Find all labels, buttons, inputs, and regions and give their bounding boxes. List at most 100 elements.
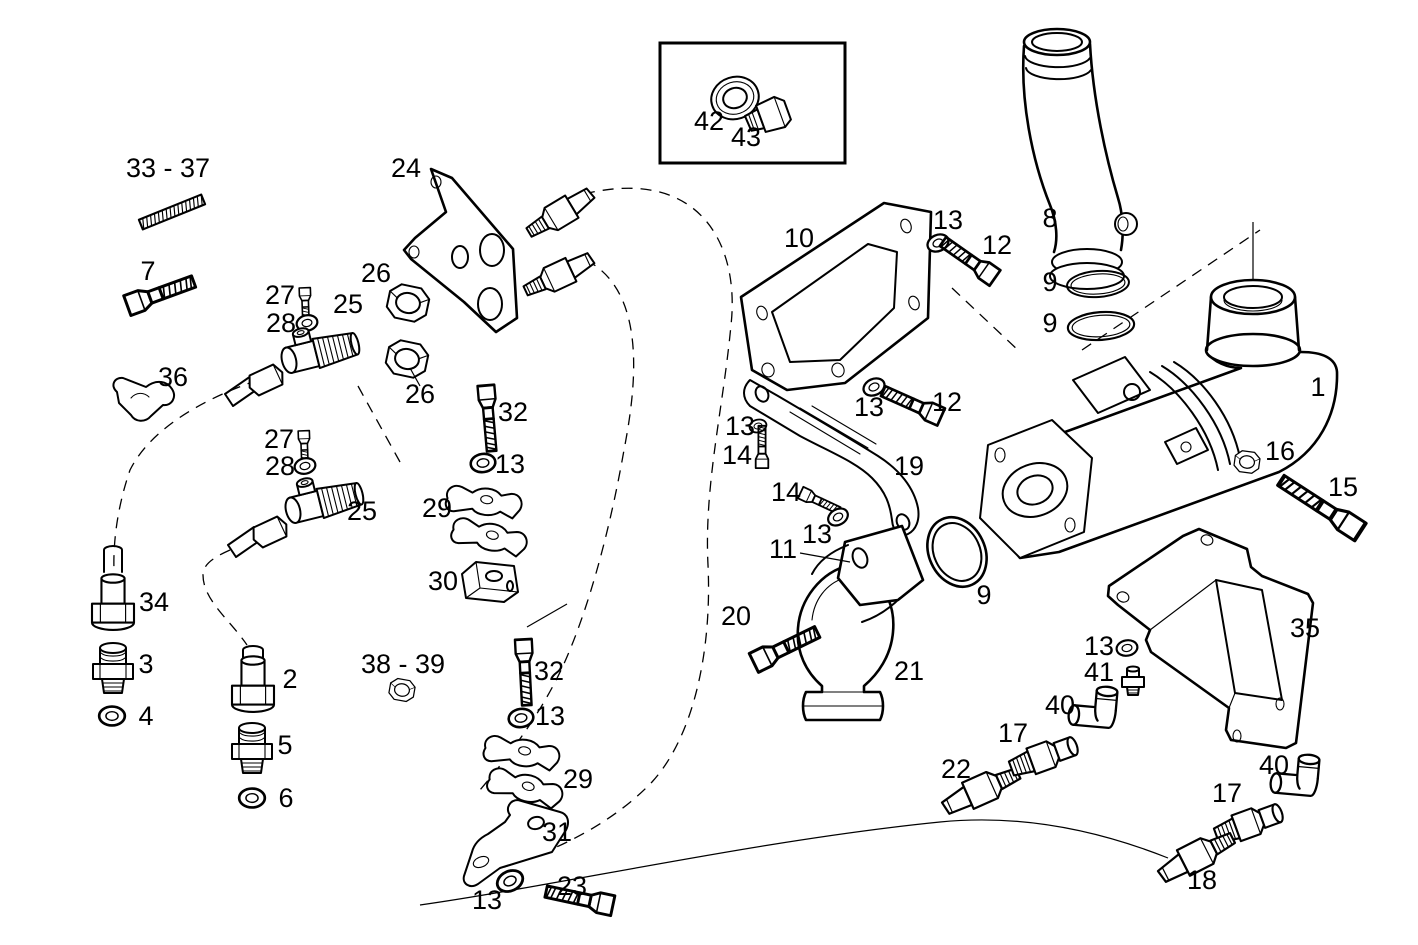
callout-29: 29 xyxy=(422,493,452,523)
callout-9: 9 xyxy=(1042,308,1057,338)
part-28-washer-lower xyxy=(292,455,318,477)
part-34-sensor xyxy=(90,573,136,632)
callout-40: 40 xyxy=(1045,690,1075,720)
part-2-sensor xyxy=(230,655,276,714)
callout-17: 17 xyxy=(998,718,1028,748)
part-29-clamp-upper xyxy=(443,482,531,561)
part-38-39-nut xyxy=(387,676,417,704)
callout-13: 13 xyxy=(802,519,832,549)
part-26-nut-upper xyxy=(383,281,433,325)
callout-12: 12 xyxy=(982,230,1012,260)
callout-34: 34 xyxy=(139,587,169,617)
part-40-elbow-a xyxy=(1066,682,1119,730)
callout-11: 11 xyxy=(769,534,797,564)
callout-26: 26 xyxy=(361,258,391,288)
hose-route-bottom xyxy=(419,819,1169,906)
callout-41: 41 xyxy=(1084,657,1114,687)
callout-42: 42 xyxy=(694,106,724,136)
callout-4: 4 xyxy=(138,701,153,731)
hose-route-left-2 xyxy=(202,549,248,646)
callout-17: 17 xyxy=(1212,778,1242,808)
part-9-oring-large xyxy=(926,515,988,589)
callout-1: 1 xyxy=(1310,372,1325,402)
part-33-37-stud xyxy=(137,193,207,231)
part-13-washer-b xyxy=(506,705,536,731)
leader-11 xyxy=(799,552,851,563)
part-3-fitting xyxy=(92,642,134,694)
part-13-washer-h xyxy=(1114,637,1140,659)
part-30-block xyxy=(461,561,519,603)
part-13-washer-a xyxy=(468,450,498,476)
callout-38-39: 38 - 39 xyxy=(361,649,445,679)
callout-25: 25 xyxy=(347,496,377,526)
callout-9: 9 xyxy=(1042,267,1057,297)
callout-9: 9 xyxy=(976,580,991,610)
callout-32: 32 xyxy=(534,656,564,686)
callout-8: 8 xyxy=(1042,203,1057,233)
callout-14: 14 xyxy=(771,477,801,507)
part-11-flange-elbow xyxy=(811,524,925,623)
callout-10: 10 xyxy=(784,223,814,253)
hose-routing-lines xyxy=(113,187,1261,906)
callout-6: 6 xyxy=(278,783,293,813)
part-26-nut-lower xyxy=(382,337,432,381)
callout-24: 24 xyxy=(391,153,421,183)
callout-13: 13 xyxy=(1084,631,1114,661)
part-7-bolt xyxy=(122,270,199,317)
inset-detail-box xyxy=(658,41,847,165)
hose-end-fitting-lower xyxy=(519,246,600,304)
callout-12: 12 xyxy=(932,387,962,417)
part-6-washer xyxy=(237,787,267,809)
callout-33-37: 33 - 37 xyxy=(126,153,210,183)
callout-3: 3 xyxy=(138,649,153,679)
axis-line-flange xyxy=(951,287,1021,353)
part-5-fitting xyxy=(231,722,273,774)
leader-32b xyxy=(526,603,568,628)
part-29-clamp-lower xyxy=(481,731,567,813)
part-36-clip xyxy=(112,376,175,422)
callout-28: 28 xyxy=(265,451,295,481)
callout-20: 20 xyxy=(721,601,751,631)
part-43-plug xyxy=(743,95,792,133)
part-1-housing xyxy=(979,278,1339,560)
callout-26: 26 xyxy=(405,379,435,409)
inset-box-frame xyxy=(658,41,847,165)
callout-13: 13 xyxy=(472,885,502,915)
part-32-bolt-lower xyxy=(513,637,537,707)
callout-18: 18 xyxy=(1187,865,1217,895)
callout-43: 43 xyxy=(731,122,761,152)
part-41-fitting xyxy=(1121,665,1145,696)
part-10-cover-plate xyxy=(739,201,933,392)
callout-29: 29 xyxy=(563,764,593,794)
callout-23: 23 xyxy=(557,871,587,901)
callout-13: 13 xyxy=(854,392,884,422)
callout-28: 28 xyxy=(266,308,296,338)
callout-19: 19 xyxy=(894,451,924,481)
callout-31: 31 xyxy=(542,817,572,847)
callout-21: 21 xyxy=(894,656,924,686)
hose-route-left xyxy=(113,379,259,571)
leader-lines xyxy=(409,367,851,628)
callout-36: 36 xyxy=(158,362,188,392)
callout-2: 2 xyxy=(282,664,297,694)
callout-13: 13 xyxy=(725,411,755,441)
callout-40: 40 xyxy=(1259,750,1289,780)
callout-15: 15 xyxy=(1328,472,1358,502)
part-24-bracket xyxy=(402,167,519,334)
callout-13: 13 xyxy=(535,701,565,731)
callout-32: 32 xyxy=(498,397,528,427)
callout-30: 30 xyxy=(428,566,458,596)
callout-7: 7 xyxy=(140,256,155,286)
callout-13: 13 xyxy=(933,205,963,235)
axis-line-orings xyxy=(1081,229,1261,351)
callout-25: 25 xyxy=(333,289,363,319)
hose-end-fitting-upper xyxy=(521,182,601,245)
callout-35: 35 xyxy=(1290,613,1320,643)
part-32-bolt-upper xyxy=(476,383,502,454)
part-4-washer xyxy=(97,705,127,727)
callout-22: 22 xyxy=(941,754,971,784)
hose-route-upper xyxy=(464,187,733,879)
